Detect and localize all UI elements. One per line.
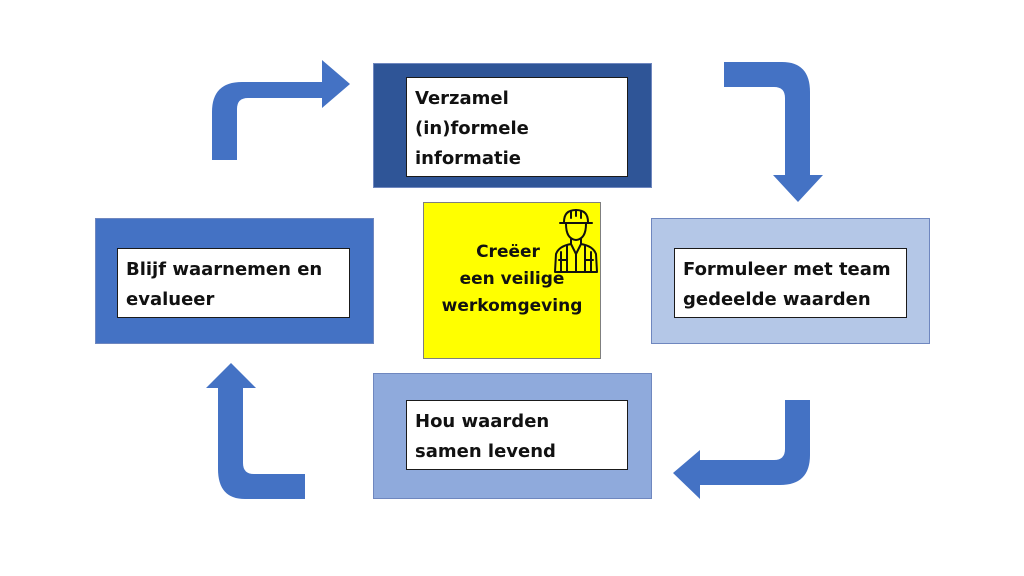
center-text-line: Creëer [476, 242, 540, 262]
arrow-left-to-top [212, 60, 350, 160]
step-text-line: gedeelde waarden [683, 289, 871, 310]
step-text-line: Verzamel [415, 88, 509, 109]
step-box-left: Blijf waarnemen en evalueer [95, 218, 374, 344]
step-text-line: samen levend [415, 441, 556, 462]
step-box-right: Formuleer met team gedeelde waarden [651, 218, 930, 344]
step-label-top: Verzamel (in)formele informatie [406, 77, 628, 177]
center-text-line: werkomgeving [441, 296, 583, 316]
step-text-line: (in)formele [415, 118, 529, 139]
construction-worker-icon [554, 209, 598, 273]
arrow-top-to-right [724, 62, 823, 202]
step-text-line: Blijf waarnemen en [126, 259, 323, 280]
center-text-line: een veilige [459, 269, 565, 289]
step-text-line: informatie [415, 148, 521, 169]
step-box-bottom: Hou waarden samen levend [373, 373, 652, 499]
step-label-left: Blijf waarnemen en evalueer [117, 248, 350, 318]
arrow-right-to-bottom [673, 400, 810, 499]
step-text-line: Formuleer met team [683, 259, 891, 280]
step-text-line: Hou waarden [415, 411, 550, 432]
step-box-top: Verzamel (in)formele informatie [373, 63, 652, 188]
center-goal-text: Creëer een veilige werkomgeving [424, 239, 600, 320]
step-text-line: evalueer [126, 289, 215, 310]
step-label-bottom: Hou waarden samen levend [406, 400, 628, 470]
step-label-right: Formuleer met team gedeelde waarden [674, 248, 907, 318]
center-goal-box: Creëer een veilige werkomgeving [423, 202, 601, 359]
arrow-bottom-to-left [206, 363, 305, 499]
